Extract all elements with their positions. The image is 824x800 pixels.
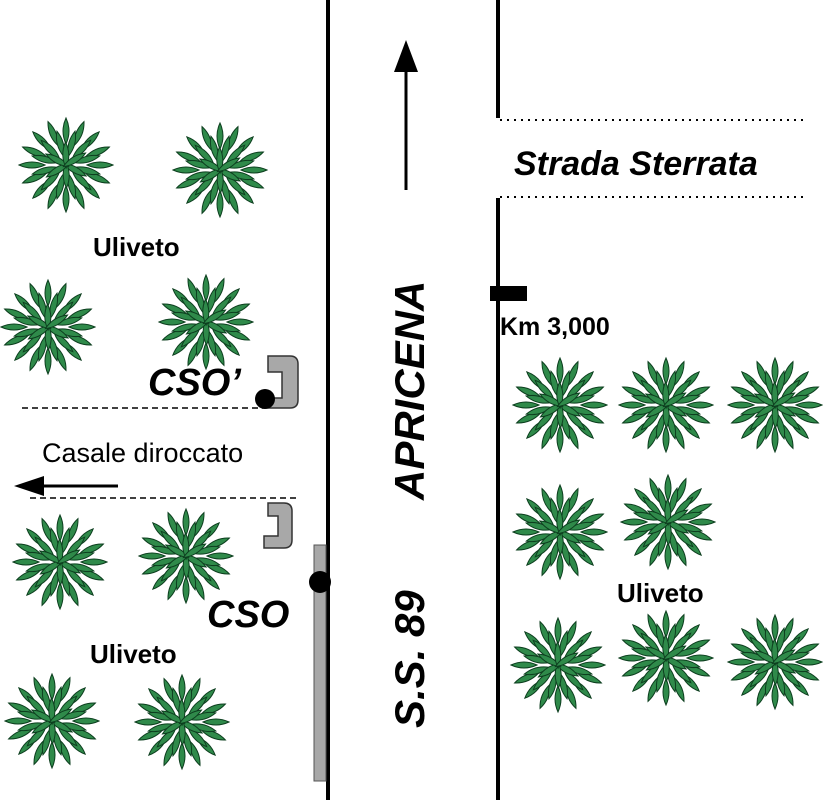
olive-tree-icon — [171, 121, 269, 219]
uliveto-label-south-west: Uliveto — [90, 639, 177, 669]
km-label: Km 3,000 — [500, 313, 610, 341]
olive-tree-icon — [3, 672, 101, 770]
strada-sterrata-label: Strada Sterrata — [514, 145, 758, 183]
casale-label: Casale diroccato — [42, 438, 243, 468]
olive-tree-icon — [137, 507, 235, 605]
cso-label: CSO — [207, 594, 289, 636]
olive-tree-icon — [157, 273, 255, 371]
road-shoulder-strip — [313, 544, 327, 782]
olive-tree-icon — [726, 613, 824, 711]
olive-tree-icon — [0, 278, 97, 376]
uliveto-label-north-west: Uliveto — [93, 232, 180, 262]
olive-tree-icon — [617, 609, 715, 707]
olive-tree-icon — [509, 616, 607, 714]
km-marker-icon — [490, 286, 527, 301]
olive-tree-icon — [617, 356, 715, 454]
casale-arrow-icon — [14, 476, 118, 496]
olive-trees — [0, 116, 824, 771]
cso-prime-point — [255, 389, 275, 409]
olive-tree-icon — [511, 483, 609, 581]
apricena-label: APRICENA — [386, 281, 433, 501]
olive-tree-icon — [11, 513, 109, 611]
olive-tree-icon — [17, 116, 115, 214]
direction-arrow-icon — [394, 40, 418, 190]
olive-tree-icon — [511, 356, 609, 454]
olive-tree-icon — [619, 473, 717, 571]
uliveto-label-east: Uliveto — [617, 578, 704, 608]
cso-point — [309, 571, 331, 593]
olive-tree-icon — [726, 356, 824, 454]
cso-prime-label: CSO’ — [148, 362, 241, 404]
olive-tree-icon — [133, 673, 231, 771]
ss89-label: S.S. 89 — [386, 590, 433, 728]
ruined-farmhouse-icon — [263, 502, 293, 549]
